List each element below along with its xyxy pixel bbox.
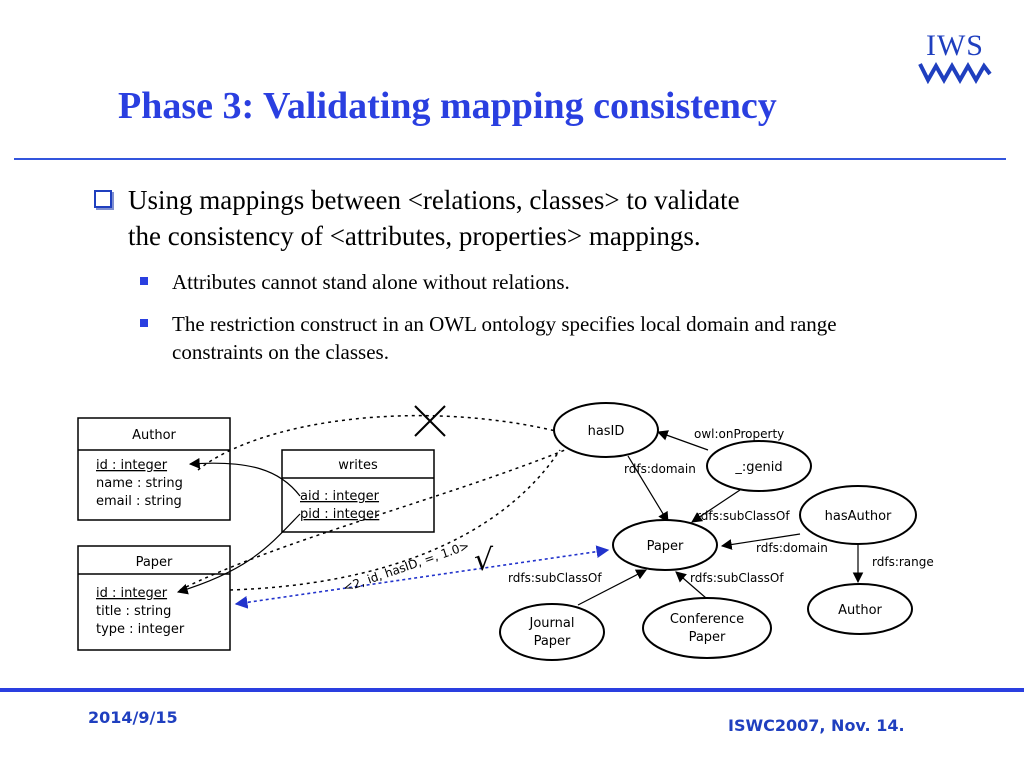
node-paper: Paper bbox=[612, 519, 718, 571]
sub-bullet-1-text: Attributes cannot stand alone without re… bbox=[172, 270, 570, 294]
invalid-mapping-curve bbox=[197, 414, 561, 471]
title-divider bbox=[14, 158, 1006, 160]
author-attr-name: name : string bbox=[96, 476, 183, 491]
node-hasid: hasID bbox=[553, 402, 659, 458]
edge-hasauthor-paper bbox=[720, 533, 801, 550]
mapping-label: <2, id, hasID, =, 1.0> bbox=[341, 539, 471, 595]
logo-wave-icon bbox=[918, 61, 992, 84]
paper-table: Paper id : integer title : string type :… bbox=[77, 545, 231, 651]
fk-aid-arrow bbox=[188, 457, 301, 497]
iws-logo: IWS bbox=[918, 30, 992, 86]
svg-text:hasID: hasID bbox=[588, 424, 625, 439]
relation-mapping-curve-2 bbox=[179, 449, 566, 591]
svg-text:Author: Author bbox=[838, 603, 882, 618]
footer-date: 2014/9/15 bbox=[88, 708, 178, 727]
checkbox-bullet-icon bbox=[94, 190, 112, 208]
edge-conference-paper bbox=[675, 571, 707, 599]
svg-text:Conference: Conference bbox=[670, 612, 744, 627]
edge-genid-paper bbox=[691, 489, 741, 523]
mapping-diagram: Author id : integer name : string email … bbox=[77, 402, 934, 661]
edge-genid-hasid bbox=[656, 430, 709, 451]
author-attr-email: email : string bbox=[96, 494, 182, 509]
edge-label-subclassof-3: rdfs:subClassOf bbox=[690, 571, 784, 585]
edge-label-onproperty: owl:onProperty bbox=[694, 427, 784, 441]
node-author: Author bbox=[807, 583, 913, 635]
writes-attr-pid: pid : integer bbox=[300, 507, 380, 522]
svg-text:_:genid: _:genid bbox=[734, 460, 782, 475]
main-bullet-line-2: the consistency of <attributes, properti… bbox=[128, 221, 701, 251]
main-bullet-line-1: Using mappings between <relations, class… bbox=[128, 185, 740, 215]
writes-table: writes aid : integer pid : integer bbox=[281, 449, 435, 533]
slide-title: Phase 3: Validating mapping consistency bbox=[118, 85, 777, 127]
square-bullet-icon bbox=[140, 319, 148, 327]
cross-icon bbox=[414, 405, 446, 437]
author-table-name: Author bbox=[132, 428, 176, 443]
footer-conference: ISWC2007, Nov. 14. bbox=[728, 716, 905, 735]
writes-table-name: writes bbox=[338, 458, 378, 473]
author-table: Author id : integer name : string email … bbox=[77, 417, 231, 521]
edge-hasid-paper bbox=[627, 455, 669, 523]
paper-table-name: Paper bbox=[136, 555, 173, 570]
edge-label-range: rdfs:range bbox=[872, 555, 934, 569]
edge-journal-paper bbox=[577, 569, 647, 606]
node-hasauthor: hasAuthor bbox=[799, 485, 917, 545]
square-bullet-icon bbox=[140, 277, 148, 285]
svg-text:Paper: Paper bbox=[534, 634, 571, 649]
paper-attr-title: title : string bbox=[96, 604, 171, 619]
check-mark-icon: √ bbox=[474, 543, 494, 578]
class-mapping-arrow bbox=[234, 545, 610, 609]
sub-bullet-1: Attributes cannot stand alone without re… bbox=[140, 268, 900, 296]
footer-divider bbox=[0, 688, 1024, 692]
node-journal-paper: Journal Paper bbox=[499, 603, 605, 661]
main-bullet: Using mappings between <relations, class… bbox=[94, 182, 918, 254]
svg-text:hasAuthor: hasAuthor bbox=[825, 509, 892, 524]
paper-attr-type: type : integer bbox=[96, 622, 185, 637]
logo-text: IWS bbox=[926, 29, 984, 62]
paper-attr-id: id : integer bbox=[96, 586, 168, 601]
edge-label-domain-1: rdfs:domain bbox=[624, 462, 696, 476]
edge-label-domain-2: rdfs:domain bbox=[756, 541, 828, 555]
edge-label-subclassof-1: rdfs:subClassOf bbox=[696, 509, 790, 523]
node-conference-paper: Conference Paper bbox=[642, 597, 772, 659]
edge-label-subclassof-2: rdfs:subClassOf bbox=[508, 571, 602, 585]
writes-attr-aid: aid : integer bbox=[300, 489, 380, 504]
sub-bullet-2: The restriction construct in an OWL onto… bbox=[140, 310, 900, 366]
node-genid: _:genid bbox=[706, 440, 812, 492]
sub-bullet-2-text: The restriction construct in an OWL onto… bbox=[172, 312, 837, 364]
author-attr-id: id : integer bbox=[96, 458, 168, 473]
svg-text:Paper: Paper bbox=[689, 630, 726, 645]
svg-text:Journal: Journal bbox=[529, 616, 575, 631]
svg-text:Paper: Paper bbox=[647, 539, 684, 554]
